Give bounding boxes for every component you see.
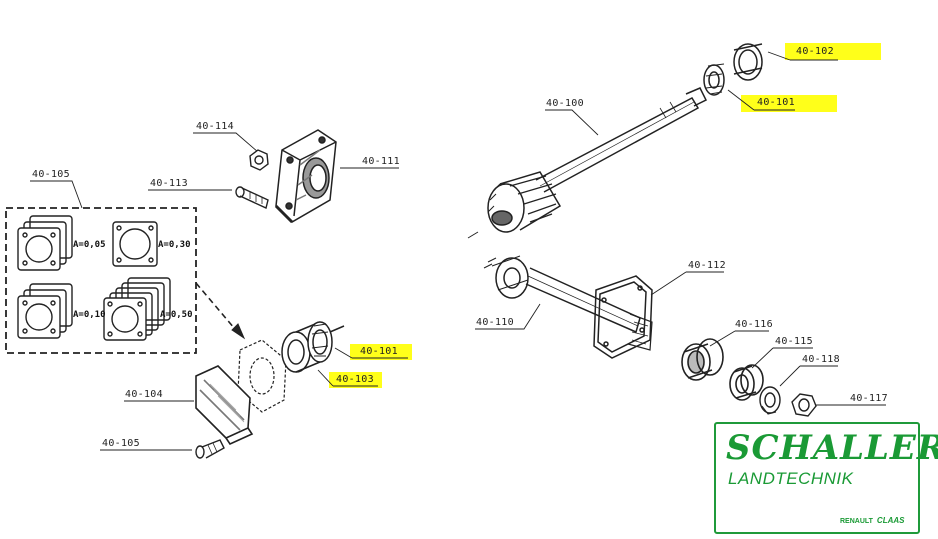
label-40-102: 40-102 (796, 46, 834, 57)
label-40-116: 40-116 (735, 319, 773, 330)
pinion-shaft-40-100 (467, 87, 708, 239)
ring-40-115 (729, 364, 764, 401)
brand-renault: RENAULT (840, 518, 873, 525)
logo-subtitle: LANDTECHNIK (728, 469, 854, 488)
label-40-113: 40-113 (150, 178, 188, 189)
bearing-left (281, 321, 345, 373)
shim-label-a030: A=0,30 (158, 240, 191, 250)
cover-plate-40-104 (195, 365, 254, 446)
label-40-105-top: 40-105 (32, 169, 70, 180)
shim-label-a050: A=0,50 (160, 310, 193, 320)
label-40-104: 40-104 (125, 389, 163, 400)
label-40-115: 40-115 (775, 336, 813, 347)
label-40-100: 40-100 (546, 98, 584, 109)
seal-40-116 (681, 338, 724, 381)
shim-group-box (5, 207, 197, 354)
shim-label-a010: A=0,10 (73, 310, 106, 320)
label-40-105-bottom: 40-105 (102, 438, 140, 449)
bolt-40-113 (235, 186, 269, 209)
bearing-right (703, 43, 763, 96)
washer-40-118 (759, 386, 781, 415)
flange-housing-40-111 (274, 129, 337, 224)
label-40-118: 40-118 (802, 354, 840, 365)
label-40-114: 40-114 (196, 121, 234, 132)
gasket-40-112 (593, 275, 653, 359)
highlight-40-101-left (350, 344, 412, 360)
label-40-112: 40-112 (688, 260, 726, 271)
label-40-103: 40-103 (336, 374, 374, 385)
shim-label-a005: A=0,05 (73, 240, 106, 250)
highlight-40-103 (329, 372, 382, 388)
label-40-101-left: 40-101 (360, 346, 398, 357)
shaft-40-110 (483, 255, 653, 351)
leader-lines (30, 51, 886, 451)
label-40-111: 40-111 (362, 156, 400, 167)
shims (17, 215, 171, 341)
highlight-40-102 (785, 43, 881, 60)
label-40-101-right: 40-101 (757, 97, 795, 108)
bolt-40-105 (195, 439, 225, 459)
nut-40-114 (249, 149, 269, 171)
label-40-117: 40-117 (850, 393, 888, 404)
highlight-40-101-right (741, 95, 837, 112)
logo-name: SCHALLER (726, 428, 938, 468)
nut-40-117 (791, 393, 817, 417)
label-40-110: 40-110 (476, 317, 514, 328)
brand-claas: CLAAS (876, 516, 905, 525)
